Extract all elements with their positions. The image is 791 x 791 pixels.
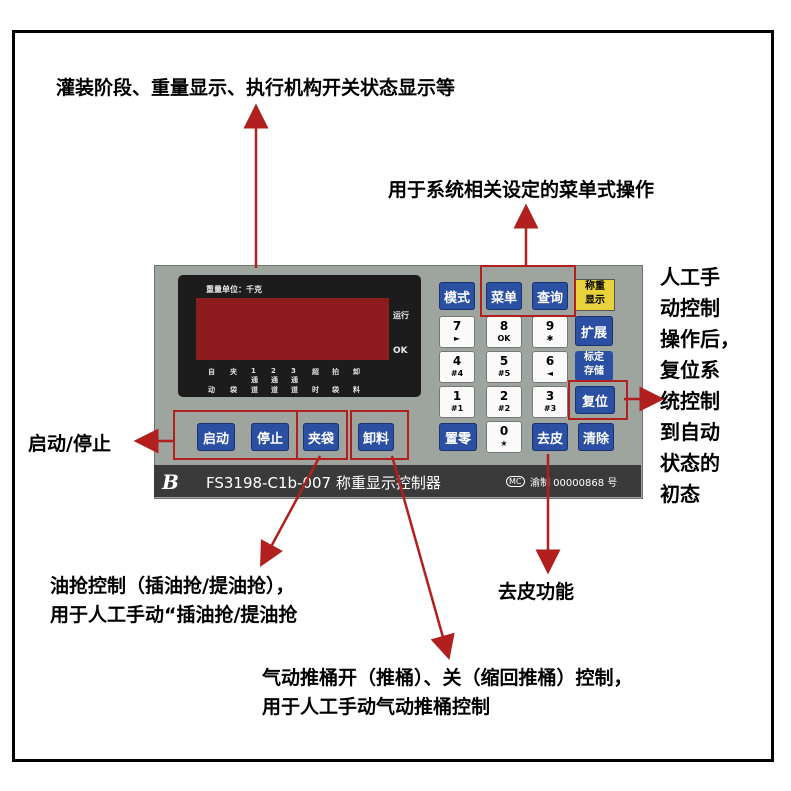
start-button[interactable]: 启动: [197, 423, 235, 451]
key-5[interactable]: 5#5: [486, 351, 522, 383]
clamp-annotation: 油抢控制（插油抢/提油抢）， 用于人工手动“插油抢/提油抢: [50, 575, 298, 626]
key-7[interactable]: 7►: [439, 316, 475, 348]
highlight-clamp: [296, 410, 348, 460]
menu-annotation: 用于系统相关设定的菜单式操作: [388, 179, 655, 201]
indicator-pat-bag: 拍袋: [332, 368, 339, 394]
indicator-clamp: 夹袋: [230, 368, 237, 394]
brand-logo: B: [162, 470, 179, 494]
key-3[interactable]: 3#3: [532, 386, 568, 418]
clear-button[interactable]: 清除: [578, 423, 614, 451]
expand-button[interactable]: 扩展: [575, 316, 613, 346]
arrow-unload: [390, 455, 455, 661]
key-0[interactable]: 0★: [486, 421, 522, 453]
display-annotation: 灌装阶段、重量显示、执行机构开关状态显示等: [56, 77, 456, 99]
ok-indicator-label: OK: [393, 346, 408, 356]
mode-button[interactable]: 模式: [439, 282, 475, 310]
highlight-menu-query: [480, 265, 576, 317]
unload-button[interactable]: 卸料: [358, 423, 394, 451]
model-label: FS3198-C1b-007 称重显示控制器: [206, 474, 441, 492]
reset-button[interactable]: 复位: [575, 386, 615, 414]
tare-annotation: 去皮功能: [498, 581, 575, 603]
calibrate-store-button[interactable]: 标定存储: [575, 351, 613, 381]
outer-frame: [12, 30, 774, 762]
menu-button[interactable]: 菜单: [486, 282, 522, 310]
unload-annotation: 气动推桶开（推桶）、关（缩回推桶）控制， 用于人工手动气动推桶控制: [262, 667, 633, 718]
indicator-auto: 自动: [208, 368, 215, 394]
stop-button[interactable]: 停止: [251, 423, 289, 451]
clamp-bag-button[interactable]: 夹袋: [303, 423, 339, 451]
key-4[interactable]: 4#4: [439, 351, 475, 383]
query-button[interactable]: 查询: [532, 282, 568, 310]
indicator-unload: 卸料: [353, 368, 360, 394]
weight-unit-label: 重量单位：千克: [206, 285, 262, 294]
key-1[interactable]: 1#1: [439, 386, 475, 418]
led-weight-display: [196, 298, 389, 360]
key-6[interactable]: 6◄: [532, 351, 568, 383]
license-label: 渝制 00000868 号: [530, 478, 618, 489]
reset-annotation: 人工手 动控制 操作后， 复位系 统控制 到自动 状态的 初态: [660, 265, 740, 506]
model-strip: [154, 465, 641, 497]
highlight-unload: [350, 410, 409, 460]
key-9[interactable]: 9✱: [532, 316, 568, 348]
zero-button[interactable]: 置零: [439, 423, 477, 451]
indicator-timeout: 超时: [312, 368, 319, 394]
key-2[interactable]: 2#2: [486, 386, 522, 418]
start-stop-annotation: 启动/停止: [28, 433, 111, 455]
mc-badge: MC: [506, 476, 525, 487]
arrow-clamp: [260, 455, 322, 567]
run-indicator-label: 运行: [393, 311, 409, 320]
tare-button[interactable]: 去皮: [532, 423, 568, 451]
